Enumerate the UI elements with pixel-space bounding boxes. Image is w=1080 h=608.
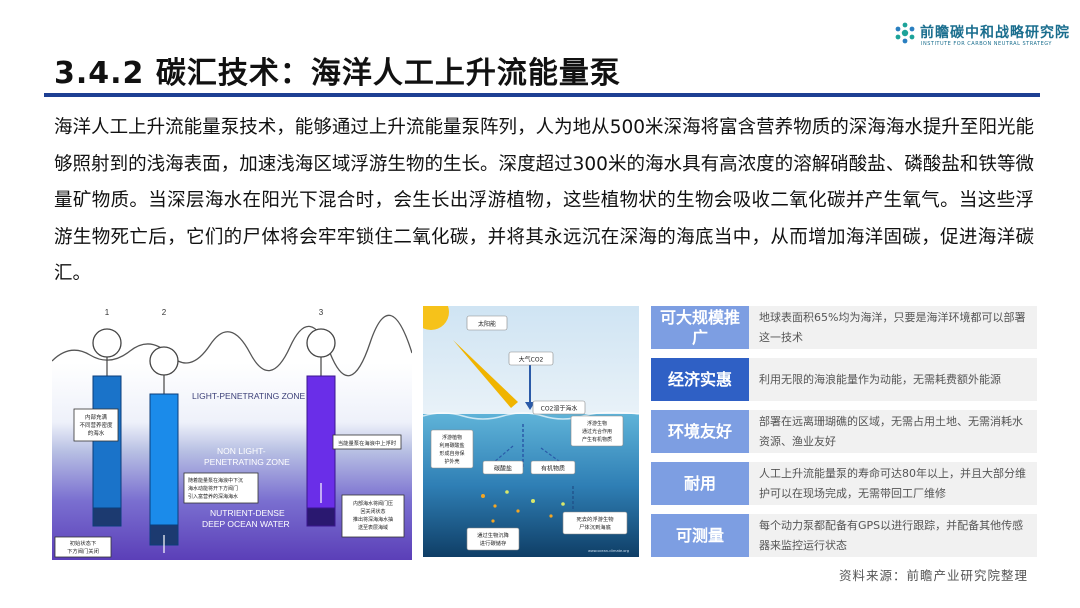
- svg-text:利用碳酸盐: 利用碳酸盐: [439, 442, 464, 449]
- label-co2-air: 大气CO2: [508, 351, 554, 366]
- benefit-desc: 利用无限的海浪能量作为动能，无需耗费额外能源: [749, 358, 1037, 401]
- svg-text:大气CO2: 大气CO2: [519, 356, 544, 364]
- pump-number-2: 2: [162, 308, 167, 317]
- benefit-desc: 地球表面积65%均为海洋，只要是海洋环境都可以部署这一技术: [749, 306, 1037, 349]
- benefit-row-scalable: 可大规模推广 地球表面积65%均为海洋，只要是海洋环境都可以部署这一技术: [651, 306, 1041, 349]
- benefit-row-economic: 经济实惠 利用无限的海浪能量作为动能，无需耗费额外能源: [651, 358, 1041, 401]
- note-initial-line-2: 下方阀门关闭: [67, 547, 99, 555]
- benefit-desc: 人工上升流能量泵的寿命可达80年以上，并且大部分维护可以在现场完成，无需带回工厂…: [749, 462, 1037, 505]
- note-valve-line-2: 回关闭状态: [360, 508, 385, 515]
- note-sink-line-2: 海水动能将开下方阀门: [188, 485, 238, 492]
- note-sink-line-3: 引入富营养的深海海水: [188, 493, 238, 500]
- note-initial-line-1: 初始状态下: [70, 539, 97, 547]
- zone-nonlight-label-1: NON LIGHT-: [217, 446, 266, 456]
- note-sink-line-1: 随着能量泵在海浪中下沉: [188, 477, 243, 484]
- svg-text:浮游生物: 浮游生物: [587, 420, 607, 427]
- hexagon-molecule-icon: [895, 22, 915, 44]
- svg-text:尸体沉到海底: 尸体沉到海底: [579, 523, 611, 531]
- label-carbonate: 碳酸盐: [482, 460, 524, 475]
- label-plankton-shell: 浮游植物 利用碳酸盐 形成自身保 护外壳: [430, 429, 474, 469]
- svg-text:进行碳储存: 进行碳储存: [480, 539, 507, 547]
- svg-text:护外壳: 护外壳: [444, 458, 459, 465]
- label-sun: 太阳能: [466, 315, 508, 331]
- logo-text-cn: 前瞻碳中和战略研究院: [920, 25, 1070, 41]
- zone-deep-label-1: NUTRIENT-DENSE: [210, 508, 285, 518]
- note-rise: 当能量泵在海浪中上浮时: [338, 439, 397, 447]
- svg-text:通过生物沉降: 通过生物沉降: [477, 531, 509, 539]
- label-organic: 有机物质: [530, 460, 576, 475]
- svg-text:太阳能: 太阳能: [478, 320, 496, 328]
- svg-text:形成自身保: 形成自身保: [439, 450, 464, 457]
- note-inside-line-3: 的海水: [88, 429, 105, 437]
- upwelling-pump-diagram: 1 2 3 LIGHT-PENETRATING ZONE NON LIGHT- …: [52, 303, 412, 560]
- label-carbon-storage: 通过生物沉降 进行碳储存: [466, 527, 520, 551]
- zone-deep-label-2: DEEP OCEAN WATER: [202, 519, 290, 529]
- benefit-label: 耐用: [651, 462, 749, 505]
- benefit-label: 可测量: [651, 514, 749, 557]
- pump-diagram-svg: 1 2 3 LIGHT-PENETRATING ZONE NON LIGHT- …: [52, 308, 412, 560]
- image-credit: www.ocean-climate.org: [588, 549, 629, 553]
- benefit-desc: 部署在远离珊瑚礁的区域，无需占用土地、无需消耗水资源、渔业友好: [749, 410, 1037, 453]
- ocean-carbon-cycle-illustration: 太阳能 大气CO2 CO2溶于海水 浮游植物 利用碳酸盐 形成自身保 护外壳 浮…: [423, 306, 639, 557]
- benefit-row-durable: 耐用 人工上升流能量泵的寿命可达80年以上，并且大部分维护可以在现场完成，无需带…: [651, 462, 1041, 505]
- svg-text:CO2溶于海水: CO2溶于海水: [541, 405, 578, 413]
- note-inside-line-1: 内部充满: [85, 413, 108, 421]
- svg-text:通过光合作用: 通过光合作用: [582, 428, 612, 435]
- pump-number-3: 3: [319, 308, 324, 317]
- note-inside-line-2: 不同营养密度: [79, 421, 113, 429]
- note-valve-line-4: 送至表层海域: [358, 524, 388, 531]
- note-valve-line-1: 内部海水将阀门压: [353, 500, 393, 507]
- benefit-label: 环境友好: [651, 410, 749, 453]
- zone-nonlight-label-2: PENETRATING ZONE: [204, 457, 290, 467]
- carbon-cycle-svg: 太阳能 大气CO2 CO2溶于海水 浮游植物 利用碳酸盐 形成自身保 护外壳 浮…: [423, 306, 639, 557]
- institute-logo: 前瞻碳中和战略研究院 INSTITUTE FOR CARBON NEUTRAL …: [894, 20, 1069, 50]
- svg-text:产生有机物质: 产生有机物质: [582, 436, 612, 443]
- svg-text:死去的浮游生物: 死去的浮游生物: [576, 515, 614, 523]
- label-co2-dissolve: CO2溶于海水: [532, 400, 586, 415]
- benefit-label: 可大规模推广: [651, 306, 749, 349]
- intro-paragraph: 海洋人工上升流能量泵技术，能够通过上升流能量泵阵列，人为地从500米深海将富含营…: [54, 117, 1034, 284]
- label-photosynthesis: 浮游生物 通过光合作用 产生有机物质: [570, 415, 624, 447]
- svg-text:浮游植物: 浮游植物: [442, 434, 462, 441]
- zone-light-label: LIGHT-PENETRATING ZONE: [192, 391, 306, 401]
- benefit-row-eco-friendly: 环境友好 部署在远离珊瑚礁的区域，无需占用土地、无需消耗水资源、渔业友好: [651, 410, 1041, 453]
- logo-text-en: INSTITUTE FOR CARBON NEUTRAL STRATEGY: [921, 41, 1052, 47]
- benefit-label: 经济实惠: [651, 358, 749, 401]
- svg-text:碳酸盐: 碳酸盐: [494, 465, 512, 473]
- source-note: 资料来源：前瞻产业研究院整理: [838, 568, 1028, 583]
- page-title: 3.4.2 碳汇技术：海洋人工上升流能量泵: [54, 56, 621, 91]
- note-valve-line-3: 推出将深海海水抽: [353, 516, 393, 523]
- benefit-desc: 每个动力泵都配备有GPS以进行跟踪，并配备其他传感器来监控运行状态: [749, 514, 1037, 557]
- benefit-row-measurable: 可测量 每个动力泵都配备有GPS以进行跟踪，并配备其他传感器来监控运行状态: [651, 514, 1041, 557]
- title-divider: [44, 93, 1040, 97]
- pump-number-1: 1: [105, 308, 110, 317]
- label-dead-plankton: 死去的浮游生物 尸体沉到海底: [562, 511, 628, 535]
- svg-text:有机物质: 有机物质: [541, 465, 565, 473]
